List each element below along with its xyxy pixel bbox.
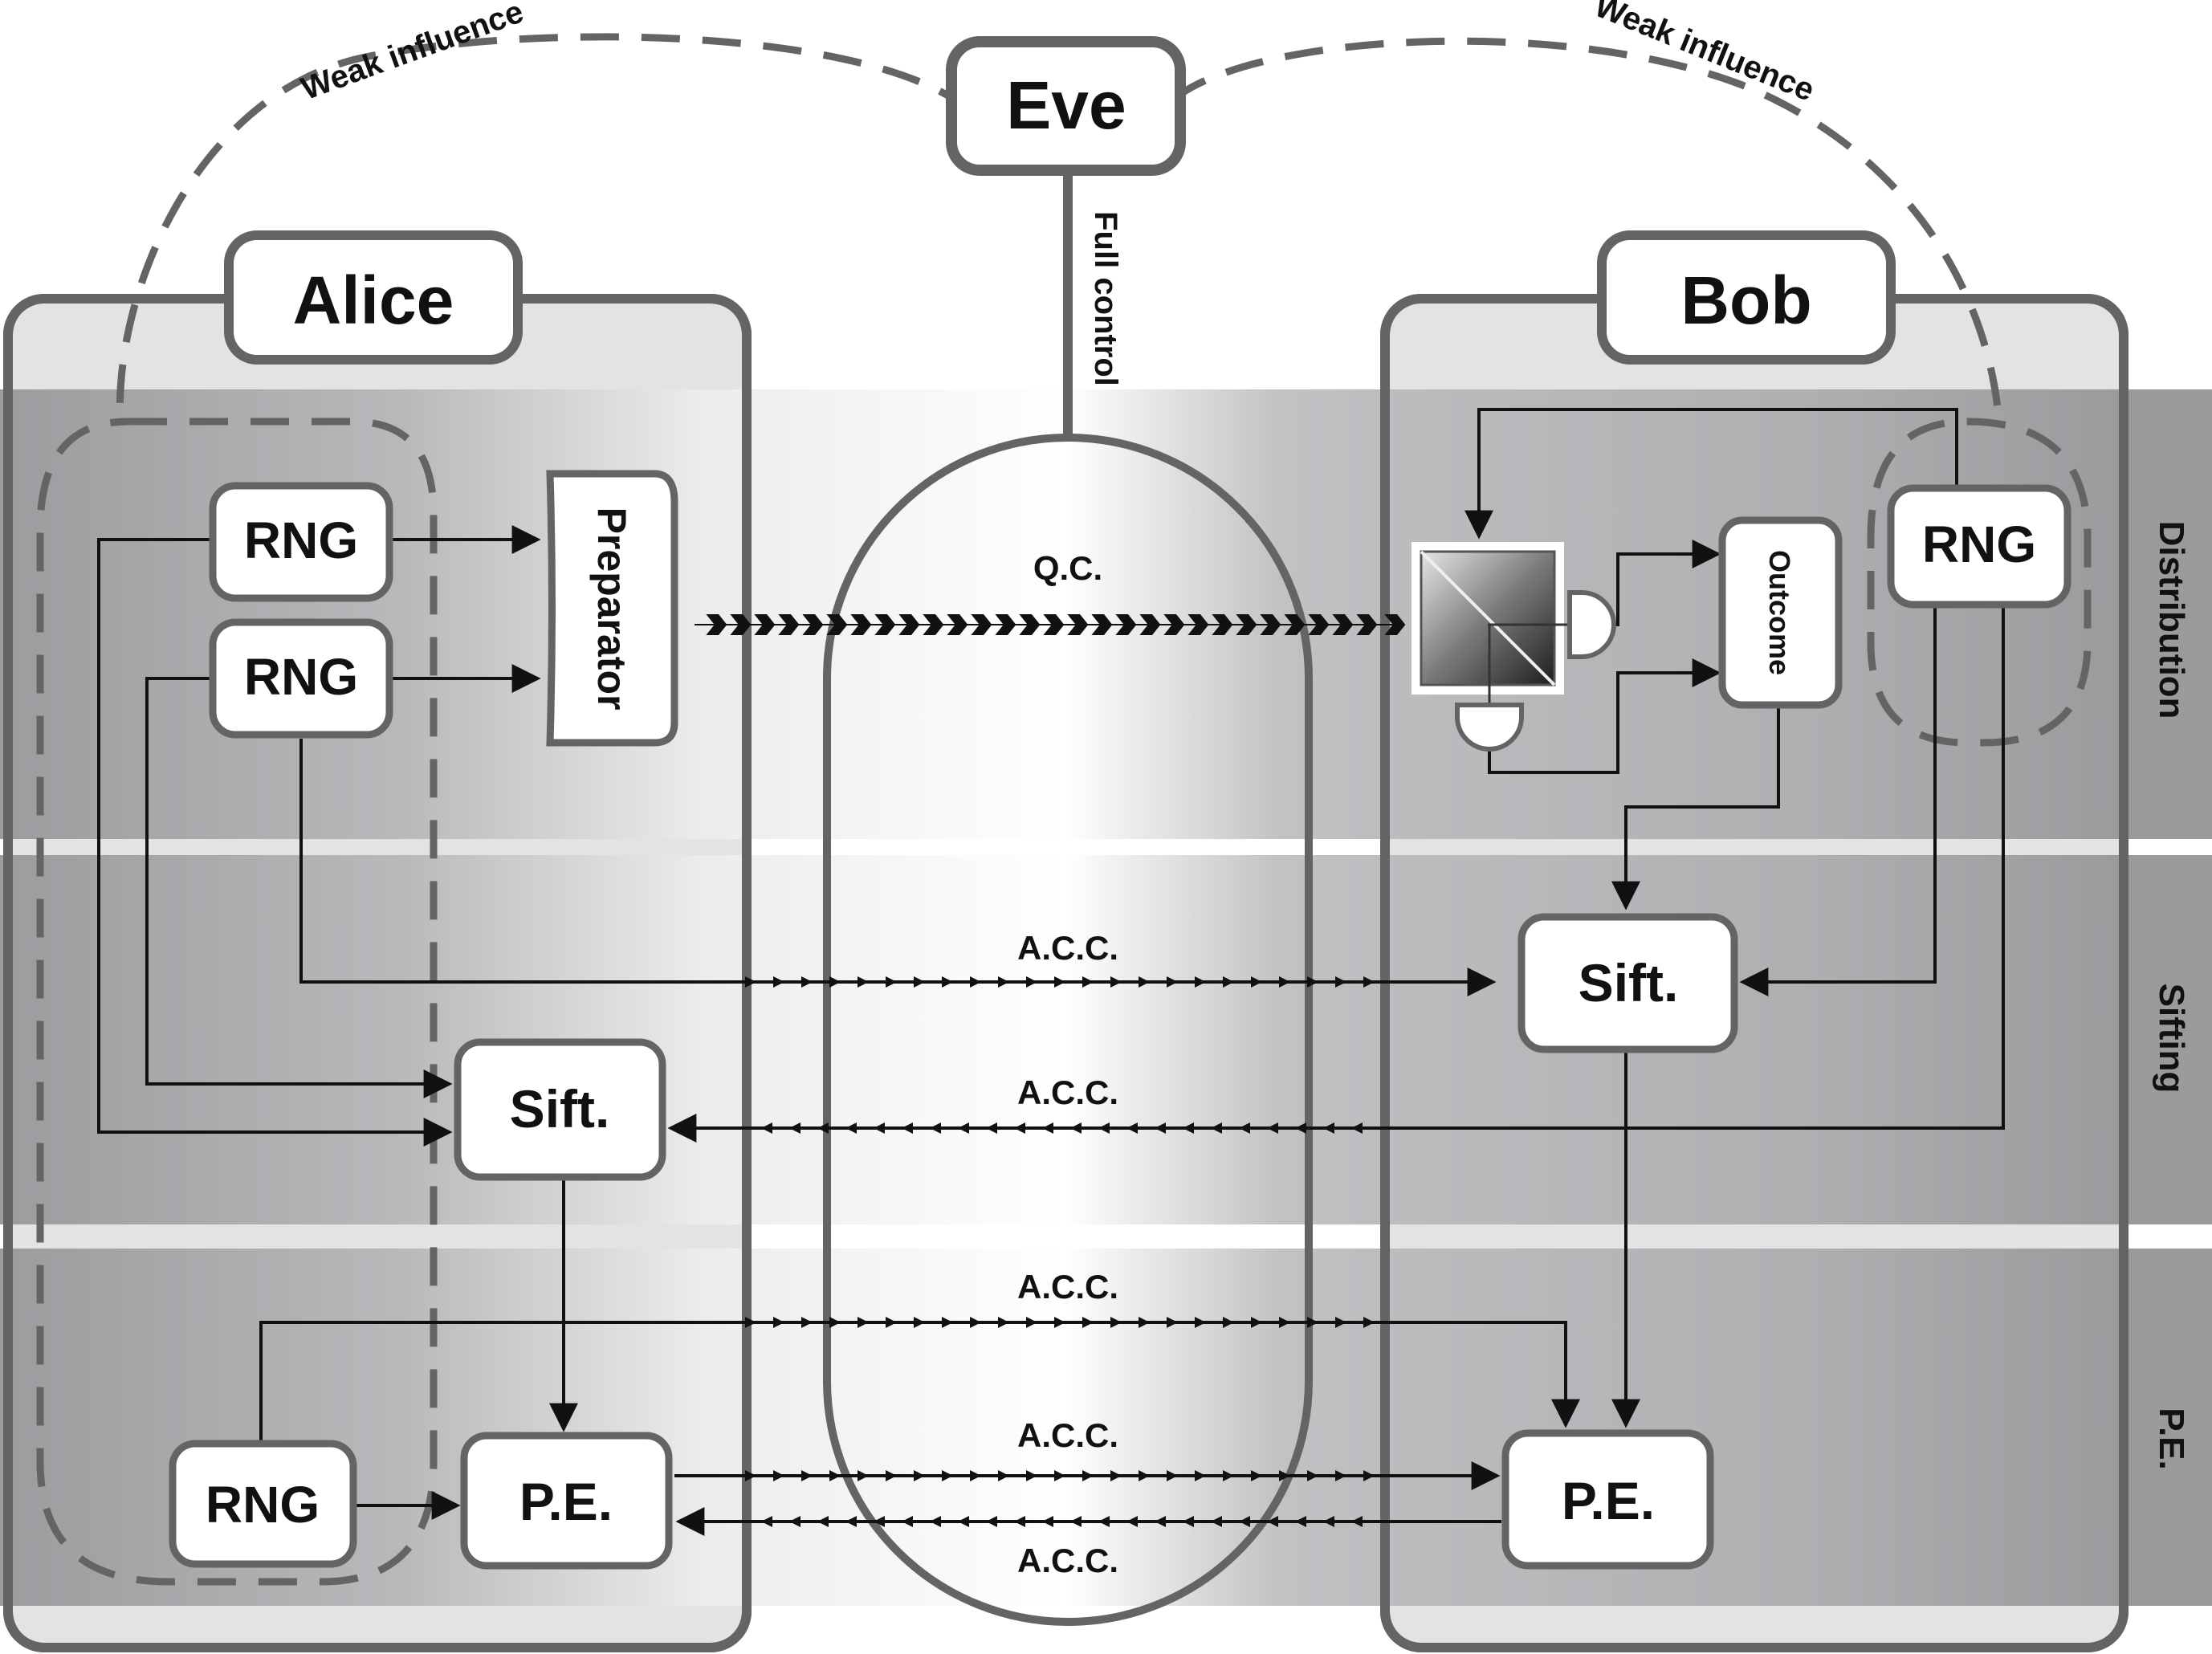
alice-preparator: Preparator <box>546 470 678 747</box>
eve-label-box: Eve <box>946 36 1186 176</box>
bob-rng-label: RNG <box>1922 515 2036 573</box>
acc-label-2: A.C.C. <box>1017 1073 1118 1111</box>
alice-rng-1: RNG <box>209 482 393 602</box>
wire-bob-rng-channel <box>1385 606 2005 1130</box>
wire-channel-bob-pe-1 <box>1385 1321 1580 1428</box>
wire-outcome-sift <box>1611 707 1780 911</box>
stage-label-pe: P.E. <box>2152 1408 2191 1469</box>
wire-rng1-sift <box>97 538 453 1147</box>
stage-tab-pe <box>2132 1249 2212 1606</box>
alice-sift: Sift. <box>454 1038 666 1181</box>
alice-sift-label: Sift. <box>510 1079 610 1139</box>
alice-preparator-label: Preparator <box>589 507 634 711</box>
bob-sift-label: Sift. <box>1579 953 1679 1012</box>
wire-detector2-outcome <box>1488 658 1721 774</box>
bob-outcome-label: Outcome <box>1763 550 1796 675</box>
weak-influence-left-arc <box>116 33 975 426</box>
wire-bob-rng-sift <box>1739 606 1937 996</box>
bob-rng: RNG <box>1887 484 2071 609</box>
acc-label-3: A.C.C. <box>1017 1268 1118 1306</box>
bob-rng-domain <box>1867 418 2092 747</box>
alice-rng-3-label: RNG <box>206 1476 320 1534</box>
band-sifting <box>0 855 2132 1224</box>
acc-label-5: A.C.C. <box>1017 1542 1118 1579</box>
bob-sift: Sift. <box>1517 913 1738 1053</box>
alice-pe-label: P.E. <box>519 1472 613 1531</box>
stage-tab-sifting <box>2132 855 2212 1224</box>
weak-influence-right-arc <box>1170 37 2003 426</box>
bob-pe-label: P.E. <box>1562 1471 1655 1530</box>
stage-label-sifting: Sifting <box>2152 984 2191 1094</box>
alice-rng-1-label: RNG <box>244 511 358 569</box>
wire-bob-rng-bs <box>1464 408 1958 540</box>
bob-outcome: Outcome <box>1718 516 1843 709</box>
wire-rng2-sift <box>145 677 453 1098</box>
acc-label-1: A.C.C. <box>1017 929 1118 967</box>
alice-label: Alice <box>293 263 454 338</box>
quantum-channel-label: Q.C. <box>1033 549 1102 587</box>
stage-tab-distribution <box>2132 389 2212 839</box>
bob-label: Bob <box>1680 263 1811 338</box>
alice-rng-domain <box>36 418 438 1586</box>
stage-label-distribution: Distribution <box>2152 521 2191 719</box>
alice-rng-2-label: RNG <box>244 648 358 706</box>
wire-rng2-down <box>299 739 723 984</box>
beam-splitter <box>1412 542 1564 695</box>
weak-influence-left-label: Weak influence <box>297 0 528 107</box>
bob-pe: P.E. <box>1501 1429 1714 1570</box>
alice-rng-3: RNG <box>169 1440 357 1568</box>
acc-label-4: A.C.C. <box>1017 1416 1118 1454</box>
alice-rng-2: RNG <box>209 618 393 739</box>
wire-rng3-up <box>259 1321 723 1441</box>
detector-2 <box>1455 703 1524 752</box>
alice-label-box: Alice <box>224 230 523 365</box>
eve-label: Eve <box>1006 67 1126 143</box>
full-control-label: Full control <box>1088 211 1123 386</box>
detector-1 <box>1567 590 1616 659</box>
alice-pe: P.E. <box>460 1432 673 1570</box>
bob-label-box: Bob <box>1597 230 1896 365</box>
